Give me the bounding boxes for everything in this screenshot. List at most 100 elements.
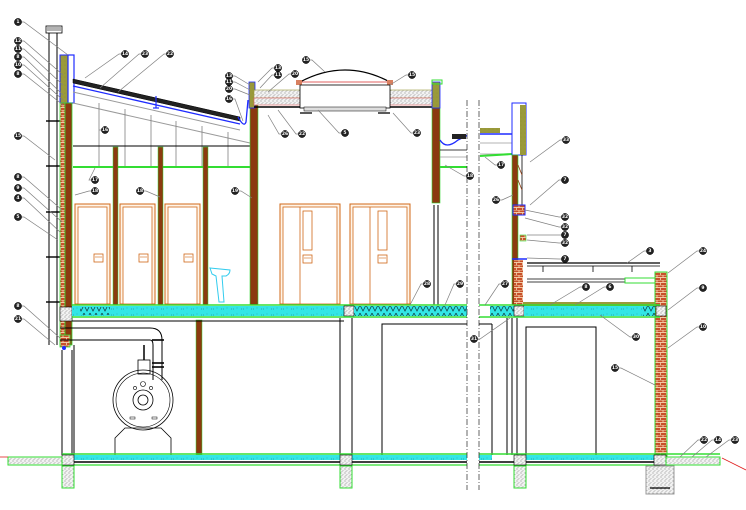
callout-number: 26 xyxy=(493,197,499,203)
callout-bubble xyxy=(225,95,233,103)
callout-22: 22 xyxy=(277,109,306,138)
callout-17: 17 xyxy=(484,156,505,169)
callout-bubble xyxy=(298,130,306,138)
callout-33: 33 xyxy=(529,136,570,163)
callout-number: 9 xyxy=(701,285,704,291)
callout-number: 22 xyxy=(701,437,707,443)
callout-15: 15 xyxy=(611,364,656,386)
callout-5: 5 xyxy=(14,213,59,241)
callout-number: 7 xyxy=(563,232,566,238)
callout-22: 22 xyxy=(117,50,174,93)
callout-16: 16 xyxy=(225,95,244,122)
callout-15: 15 xyxy=(389,71,416,86)
callout-bubble xyxy=(14,315,22,323)
callout-bubble xyxy=(699,284,707,292)
callout-bubble xyxy=(561,223,569,231)
callout-8: 8 xyxy=(14,53,64,96)
callout-number: 27 xyxy=(502,281,508,287)
callout-number: 15 xyxy=(409,72,415,78)
callout-number: 18 xyxy=(137,188,143,194)
callout-number: 22 xyxy=(299,131,305,137)
callout-bubble xyxy=(466,172,474,180)
toilet-door-3 xyxy=(164,203,201,305)
central-flat-roof xyxy=(248,79,443,109)
callout-15: 15 xyxy=(14,132,56,161)
callout-number: 14 xyxy=(122,51,128,57)
callout-number: 8 xyxy=(16,71,19,77)
callout-bubble xyxy=(501,280,509,288)
callout-18: 18 xyxy=(74,187,99,196)
callout-14: 14 xyxy=(691,436,722,458)
callout-number: 33 xyxy=(563,137,569,143)
callout-bubble xyxy=(408,71,416,79)
callout-number: 16 xyxy=(102,127,108,133)
callout-number: 14 xyxy=(715,437,721,443)
left-pitched-roof xyxy=(72,78,251,168)
callout-number: 5 xyxy=(16,214,19,220)
callout-32: 32 xyxy=(524,217,569,231)
callout-13: 13 xyxy=(257,64,282,83)
callout-number: 19 xyxy=(232,188,238,194)
callout-bubble xyxy=(561,239,569,247)
callout-bubble xyxy=(646,247,654,255)
callout-number: 8 xyxy=(16,174,19,180)
callout-bubble xyxy=(423,280,431,288)
callout-number: 8 xyxy=(16,303,19,309)
callout-bubble xyxy=(492,196,500,204)
callout-number: 10 xyxy=(700,324,706,330)
callout-number: 20 xyxy=(226,86,232,92)
callout-number: 7 xyxy=(563,256,566,262)
callout-20: 20 xyxy=(267,70,299,93)
callout-number: 13 xyxy=(226,73,232,79)
callout-bubble xyxy=(291,70,299,78)
callout-number: 8 xyxy=(584,284,587,290)
callout-bubble xyxy=(14,70,22,78)
callout-bubble xyxy=(274,71,282,79)
callout-number: 15 xyxy=(612,365,618,371)
callout-21: 21 xyxy=(14,315,56,346)
toilet-door-1 xyxy=(74,203,111,305)
callout-bubble xyxy=(561,176,569,184)
callout-number: 18 xyxy=(467,173,473,179)
callout-7: 7 xyxy=(529,176,569,206)
callout-10: 10 xyxy=(667,323,707,349)
callout-18: 18 xyxy=(444,164,474,180)
callout-19: 19 xyxy=(231,187,253,199)
callout-number: 11 xyxy=(275,72,281,78)
callout-23: 23 xyxy=(705,436,739,458)
callout-number: 29 xyxy=(457,281,463,287)
callout-number: 7 xyxy=(563,177,566,183)
callout-bubble xyxy=(632,333,640,341)
boiler-unit-icon xyxy=(112,345,174,455)
callout-1: 1 xyxy=(14,18,69,56)
callout-bubble xyxy=(14,173,22,181)
callout-bubble xyxy=(14,132,22,140)
callout-bubble xyxy=(14,302,22,310)
callout-number: 23 xyxy=(732,437,738,443)
first-floor-slab xyxy=(72,304,660,322)
callout-bubble xyxy=(700,436,708,444)
callout-9: 9 xyxy=(667,284,707,311)
left-exterior-wall xyxy=(59,54,75,455)
callout-number: 16 xyxy=(226,96,232,102)
callout-bubble xyxy=(14,61,22,69)
right-low-roof xyxy=(439,128,513,168)
callout-4: 4 xyxy=(14,194,61,233)
callout-number: 13 xyxy=(275,65,281,71)
callout-8: 8 xyxy=(549,283,590,306)
callout-number: 26 xyxy=(282,131,288,137)
callout-bubble xyxy=(225,85,233,93)
callout-bubble xyxy=(456,280,464,288)
callout-number: 32 xyxy=(562,224,568,230)
callout-23: 23 xyxy=(392,112,421,137)
callout-bubble xyxy=(14,213,22,221)
chimney-flue xyxy=(45,25,63,345)
callout-bubble xyxy=(14,53,22,61)
callout-number: 4 xyxy=(16,195,19,201)
callout-number: 17 xyxy=(498,162,504,168)
section-break-lines xyxy=(466,100,480,490)
callout-bubble xyxy=(562,136,570,144)
double-door-2 xyxy=(349,203,411,305)
callout-11: 11 xyxy=(225,78,251,91)
